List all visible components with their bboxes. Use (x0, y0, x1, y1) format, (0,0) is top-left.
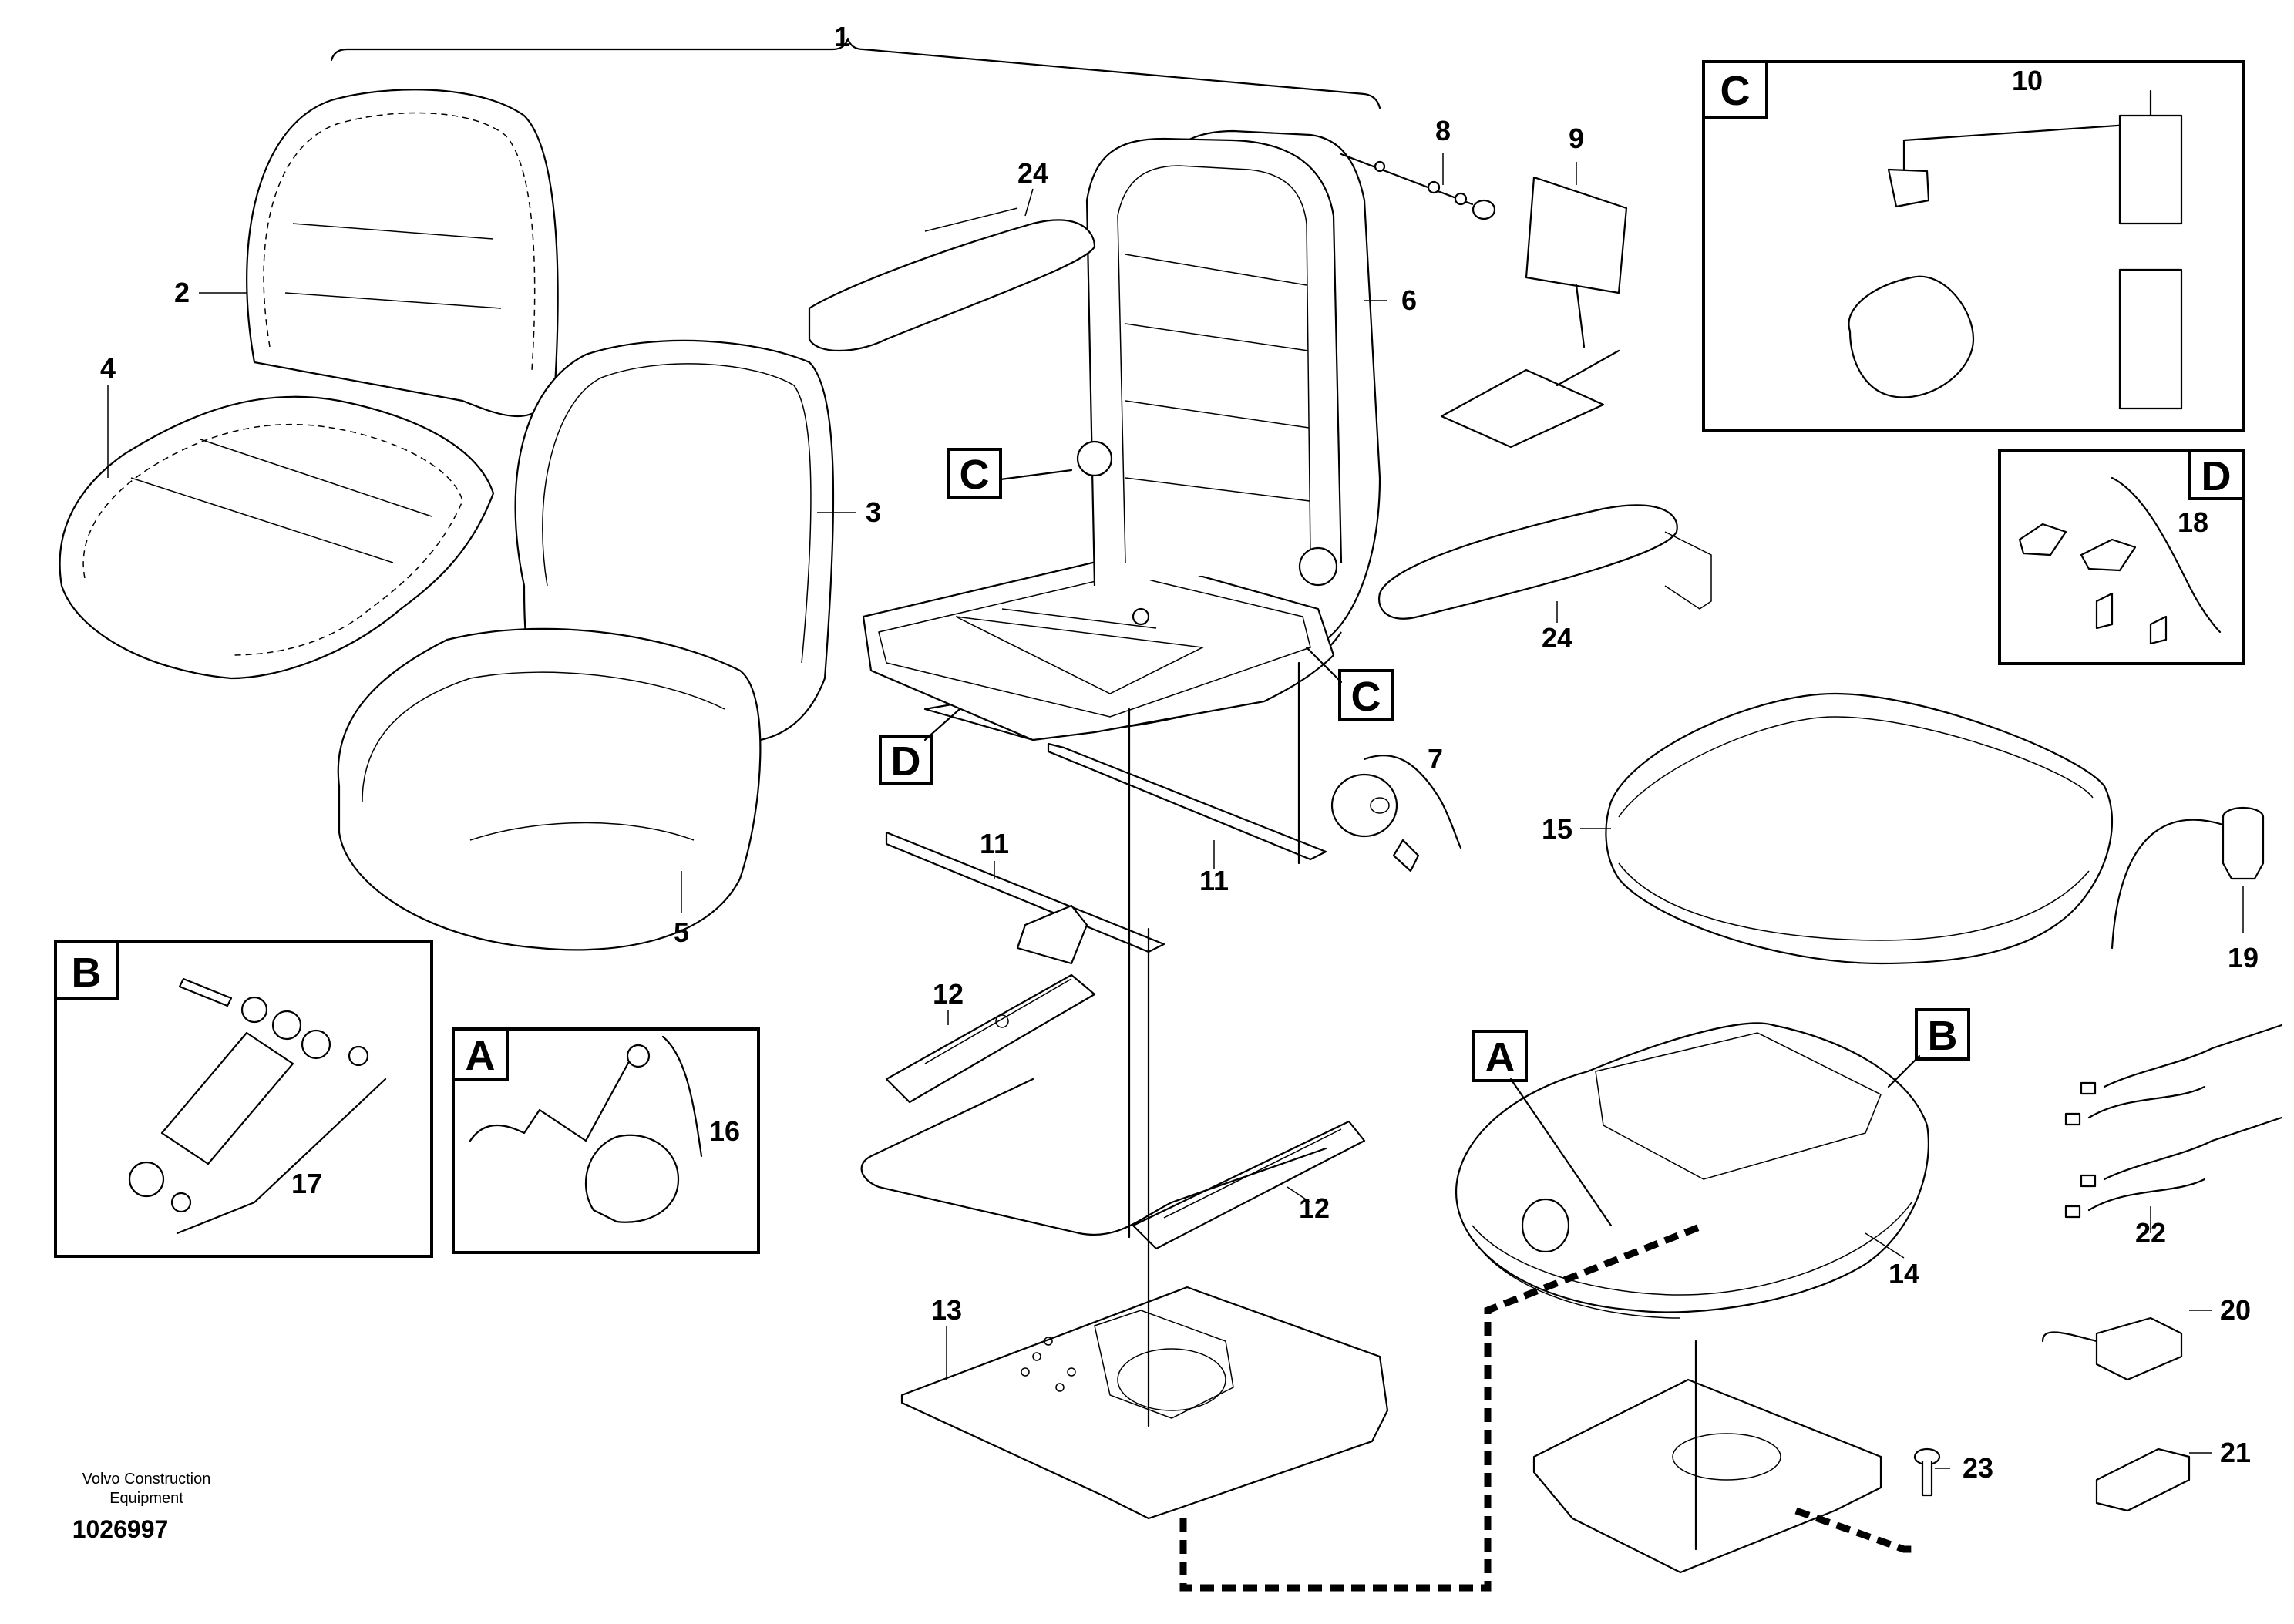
label-14: 14 (1889, 1258, 1919, 1289)
detail-d-letter: D (2202, 453, 2232, 499)
label-8: 8 (1435, 115, 1451, 146)
switch-item-21 (2095, 1447, 2191, 1512)
connection-dashed-line (1179, 1222, 1705, 1592)
callout-b-letter: B (1928, 1013, 1958, 1059)
bracket-item-1 (330, 37, 1381, 109)
suspension-item-14 (1455, 1022, 1929, 1319)
plate-item-9 (1440, 176, 1628, 449)
callout-c-lower (1305, 646, 1394, 721)
sensor-item-19 (2111, 806, 2265, 950)
label-22: 22 (2135, 1217, 2166, 1249)
seat-cushion-cover-item-4 (59, 395, 495, 680)
leader-24-upper (1024, 188, 1034, 217)
seat-upholstery-item-3-5 (337, 339, 835, 951)
credit-line-2: Equipment (109, 1490, 183, 1507)
label-12-upper: 12 (933, 978, 964, 1010)
label-2: 2 (174, 277, 190, 308)
callout-c-upper (947, 448, 1073, 499)
label-5: 5 (674, 916, 689, 948)
label-18: 18 (2178, 506, 2208, 538)
label-17: 17 (291, 1168, 322, 1199)
callout-c-lower-letter: C (1351, 674, 1381, 720)
bolt-item-8 (1340, 153, 1496, 220)
valve-item-20 (2041, 1316, 2183, 1381)
slide-rail-item-12-upper (885, 973, 1096, 1104)
callout-a (1472, 1030, 1613, 1227)
label-7: 7 (1428, 743, 1443, 775)
label-3: 3 (866, 496, 881, 528)
label-11-left: 11 (980, 828, 1009, 859)
rail-rod (860, 1078, 1327, 1236)
connection-dashed-line-2 (1794, 1507, 1919, 1553)
bracket-item-11-left (885, 831, 1166, 965)
suspension-base-plate (1532, 1378, 1882, 1574)
callout-d (879, 708, 961, 785)
detail-box-d (1998, 449, 2245, 665)
bolt-item-23 (1913, 1447, 1941, 1497)
cable-harness-item-22 (2064, 1024, 2283, 1219)
label-4: 4 (100, 352, 116, 384)
backrest-cover-item-2 (246, 89, 559, 418)
armrest-lower-item-24 (1378, 504, 1712, 620)
label-11-right: 11 (1199, 865, 1229, 896)
document-number: 1026997 (72, 1515, 169, 1543)
callout-d-letter: D (891, 738, 921, 785)
slide-rail-item-12-lower (1132, 1120, 1366, 1250)
label-19: 19 (2228, 942, 2259, 973)
detail-b-letter: B (72, 950, 102, 996)
label-16: 16 (709, 1115, 740, 1147)
callout-b (1887, 1008, 1970, 1088)
label-9: 9 (1569, 123, 1584, 154)
detail-box-c (1702, 60, 2245, 432)
label-23: 23 (1963, 1452, 1993, 1484)
suspension-top-item-15 (1605, 692, 2114, 965)
label-1: 1 (834, 21, 849, 52)
leader-12-lower (1287, 1186, 1311, 1203)
label-21: 21 (2220, 1437, 2251, 1468)
bracket-item-11-right (1047, 742, 1327, 861)
detail-box-b (54, 940, 433, 1258)
label-12-lower: 12 (1299, 1192, 1330, 1224)
label-24-lower: 24 (1542, 622, 1572, 654)
label-10: 10 (2012, 65, 2043, 96)
label-20: 20 (2220, 1294, 2251, 1326)
seat-frame-item-6 (862, 129, 1381, 741)
detail-a-letter: A (466, 1033, 496, 1079)
knob-item-7 (1330, 755, 1462, 873)
armrest-upper-item-24 (808, 207, 1096, 351)
callout-a-letter: A (1485, 1034, 1515, 1081)
label-13: 13 (931, 1294, 962, 1326)
label-6: 6 (1401, 284, 1417, 316)
swivel-plate-item-13 (900, 1286, 1389, 1520)
callout-c-upper-letter: C (960, 452, 990, 498)
label-24-upper: 24 (1018, 157, 1048, 189)
detail-box-a (452, 1027, 760, 1254)
leader-14 (1865, 1232, 1905, 1259)
detail-c-letter: C (1720, 68, 1751, 114)
label-15: 15 (1542, 813, 1572, 845)
credit-line-1: Volvo Construction (82, 1471, 211, 1488)
